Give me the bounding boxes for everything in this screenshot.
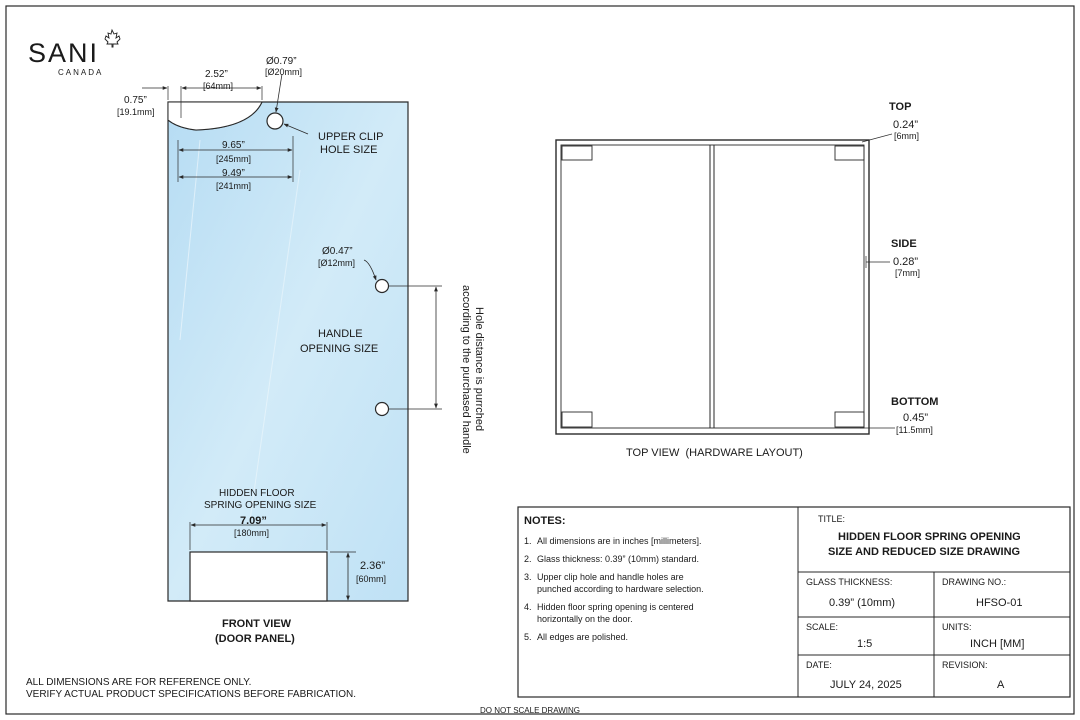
notes-heading: NOTES: xyxy=(524,515,566,527)
dim-252-mm: [64mm] xyxy=(203,81,233,91)
spring-label-1: HIDDEN FLOOR xyxy=(219,488,295,499)
dim-236-mm: [60mm] xyxy=(356,574,386,584)
dim-075-mm: [19.1mm] xyxy=(117,107,155,117)
dim-965-mm: [245mm] xyxy=(216,154,251,164)
date-value: JULY 24, 2025 xyxy=(830,679,902,691)
spring-label-2: SPRING OPENING SIZE xyxy=(204,500,317,511)
maple-leaf-icon xyxy=(104,28,121,48)
handle-hole-upper xyxy=(374,278,390,294)
dim-079: Ø0.79” xyxy=(266,56,297,67)
glass-highlight xyxy=(179,139,201,341)
front-caption-1: FRONT VIEW xyxy=(222,618,292,630)
glass-label: GLASS THICKNESS: xyxy=(806,577,892,587)
dim-709: 7.09” xyxy=(240,515,267,527)
reference-note-2: VERIFY ACTUAL PRODUCT SPECIFICATIONS BEF… xyxy=(26,689,356,700)
dim-965: 9.65” xyxy=(222,140,245,151)
note-text: Upper clip hole and handle holes are xyxy=(537,572,684,582)
glass-value: 0.39” (10mm) xyxy=(829,597,895,609)
dim-079-mm: [Ø20mm] xyxy=(265,67,302,77)
title-line-1: HIDDEN FLOOR SPRING OPENING xyxy=(838,531,1021,543)
note-number: 2. xyxy=(524,554,532,564)
upper-clip-label-2: HOLE SIZE xyxy=(320,144,377,156)
units-value: INCH [MM] xyxy=(970,638,1024,650)
note-text: Hidden floor spring opening is centered xyxy=(537,602,694,612)
leader-upper-clip xyxy=(283,123,309,135)
dim-047-mm: [Ø12mm] xyxy=(318,258,355,268)
side-label: SIDE xyxy=(891,238,917,250)
dim-949: 9.49” xyxy=(222,168,245,179)
dim-075: 0.75” xyxy=(124,95,147,106)
leader-079 xyxy=(274,73,283,113)
notes-list: 1. All dimensions are in inches [millimet… xyxy=(524,536,704,642)
sani-logo: SANI CANADA xyxy=(28,28,121,77)
leader-047 xyxy=(363,259,377,281)
dim-949-mm: [241mm] xyxy=(216,181,251,191)
drawing-value: HFSO-01 xyxy=(976,597,1022,609)
upper-clip-hole xyxy=(266,112,284,130)
revision-value: A xyxy=(997,679,1005,691)
note-text: All edges are polished. xyxy=(537,632,628,642)
handle-label-2: OPENING SIZE xyxy=(300,343,378,355)
note-number: 4. xyxy=(524,602,532,612)
bottom-mm: [11.5mm] xyxy=(896,425,933,435)
top-leader xyxy=(861,133,893,143)
hardware-block-bl xyxy=(561,411,593,428)
revision-label: REVISION: xyxy=(942,660,988,670)
dim-236: 2.36” xyxy=(360,560,385,572)
top-label: TOP xyxy=(889,101,911,113)
frame-outer xyxy=(555,139,870,435)
floor-spring-opening xyxy=(189,551,328,602)
drawing-label: DRAWING NO.: xyxy=(942,577,1006,587)
hardware-block-tr xyxy=(834,145,865,161)
logo-sub: CANADA xyxy=(58,68,103,77)
note-number: 5. xyxy=(524,632,532,642)
top-dim: 0.24” xyxy=(893,119,918,131)
title-label: TITLE: xyxy=(818,514,845,524)
top-view: TOP 0.24” [6mm] SIDE 0.28” [7mm] BOTTOM … xyxy=(555,101,938,459)
dim-252: 2.52” xyxy=(205,69,228,80)
handle-hole-lower xyxy=(374,401,390,417)
note-number: 1. xyxy=(524,536,532,546)
hole-note-2: according to the purchased handle xyxy=(460,285,472,454)
title-line-2: SIZE AND REDUCED SIZE DRAWING xyxy=(828,546,1020,558)
note-number: 3. xyxy=(524,572,532,582)
hardware-block-br xyxy=(834,411,865,428)
top-view-caption: TOP VIEW (HARDWARE LAYOUT) xyxy=(626,447,803,459)
front-view: Ø0.79” [Ø20mm] UPPER CLIP HOLE SIZE 0.75… xyxy=(117,56,485,645)
do-not-scale: DO NOT SCALE DRAWING xyxy=(480,706,580,715)
frame-inner xyxy=(560,144,865,429)
note-text: horizontally on the door. xyxy=(537,614,633,624)
hardware-block-tl xyxy=(561,145,593,161)
dim-709-mm: [180mm] xyxy=(234,528,269,538)
front-caption-2: (DOOR PANEL) xyxy=(215,633,295,645)
upper-clip-label-1: UPPER CLIP xyxy=(318,131,383,143)
logo-brand: SANI xyxy=(28,38,99,68)
bottom-dim: 0.45” xyxy=(903,412,928,424)
title-block: NOTES: 1. All dimensions are in inches [m… xyxy=(517,506,1071,698)
title-block-border xyxy=(517,506,1071,698)
glass-highlight xyxy=(249,169,301,521)
top-mm: [6mm] xyxy=(894,131,919,141)
note-text: Glass thickness: 0.39” (10mm) standard. xyxy=(537,554,699,564)
top-notch xyxy=(167,101,263,131)
note-text: All dimensions are in inches [millimeter… xyxy=(537,536,702,546)
note-text: punched according to hardware selection. xyxy=(537,584,704,594)
hole-note-1: Hole distance is purrched xyxy=(473,307,485,431)
side-dim: 0.28” xyxy=(893,256,918,268)
sheet-border xyxy=(5,5,1075,715)
scale-value: 1:5 xyxy=(857,638,872,650)
bottom-label: BOTTOM xyxy=(891,396,938,408)
handle-label-1: HANDLE xyxy=(318,328,363,340)
reference-note-1: ALL DIMENSIONS ARE FOR REFERENCE ONLY. xyxy=(26,677,251,688)
date-label: DATE: xyxy=(806,660,832,670)
dim-047: Ø0.47” xyxy=(322,246,353,257)
side-mm: [7mm] xyxy=(895,268,920,278)
units-label: UNITS: xyxy=(942,622,972,632)
scale-label: SCALE: xyxy=(806,622,838,632)
